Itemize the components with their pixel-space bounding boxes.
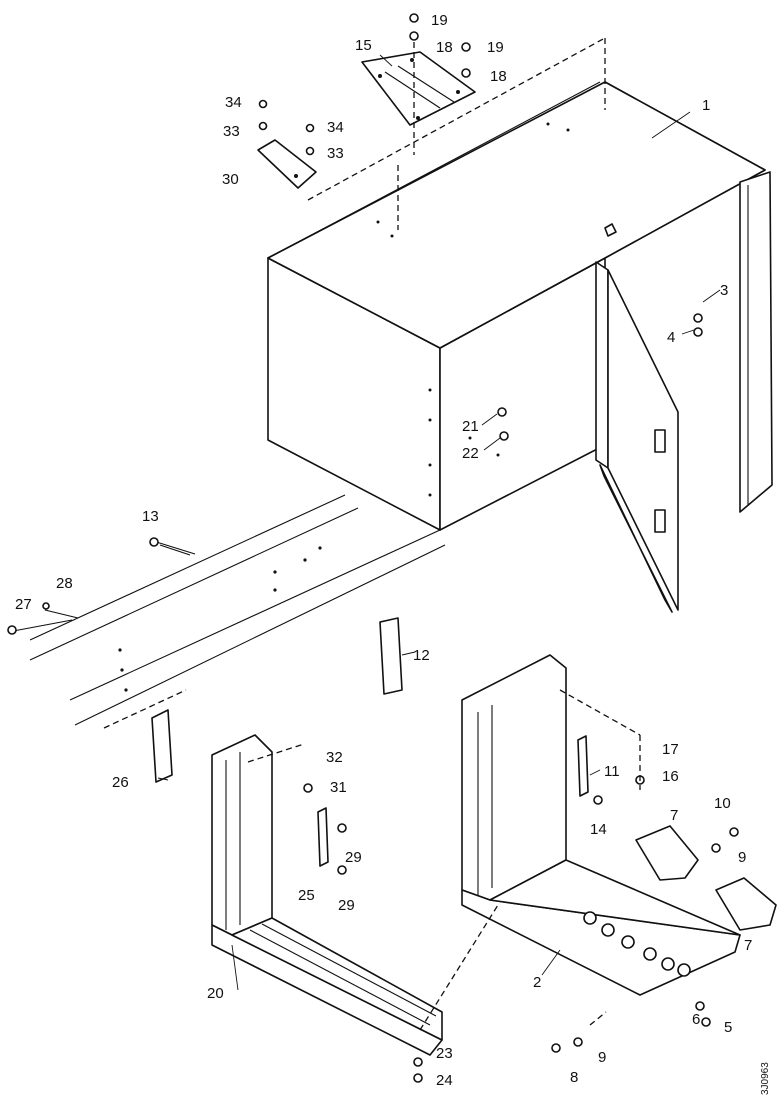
top-bracket-30 <box>257 139 317 189</box>
plate-26 <box>151 709 173 783</box>
callout-33b: 33 <box>327 145 344 162</box>
callout-21: 21 <box>462 418 479 435</box>
callout-3: 3 <box>720 282 728 299</box>
callout-1: 1 <box>702 97 710 114</box>
callout-14: 14 <box>590 821 607 838</box>
callout-23: 23 <box>436 1045 453 1062</box>
callout-18a: 18 <box>436 39 453 56</box>
callout-7b: 7 <box>744 937 752 954</box>
battery-box-body <box>267 81 766 531</box>
callout-18b: 18 <box>490 68 507 85</box>
clamp-7-lower <box>715 877 777 931</box>
callout-25: 25 <box>298 887 315 904</box>
callout-11: 11 <box>604 763 620 780</box>
plate-11 <box>577 735 589 797</box>
callout-20: 20 <box>207 985 224 1002</box>
callout-10: 10 <box>714 795 731 812</box>
callout-8a: 8 <box>570 1069 578 1086</box>
callout-labels: 1 2 3 4 5 6 7 7 8 8 9 9 10 11 12 13 14 1… <box>15 12 752 1089</box>
callout-29a: 29 <box>345 849 362 866</box>
callout-29b: 29 <box>338 897 355 914</box>
callout-6: 6 <box>692 1011 700 1028</box>
callout-2: 2 <box>533 974 541 991</box>
plate-25 <box>317 807 329 867</box>
left-hardware <box>303 783 423 1083</box>
callout-32: 32 <box>326 749 343 766</box>
callout-15: 15 <box>355 37 372 54</box>
callout-33a: 33 <box>223 123 240 140</box>
callout-12: 12 <box>413 647 430 664</box>
callout-16: 16 <box>662 768 679 785</box>
callout-13: 13 <box>142 508 159 525</box>
callout-22: 22 <box>462 445 479 462</box>
callout-26: 26 <box>112 774 129 791</box>
callout-9a: 9 <box>738 849 746 866</box>
callout-31: 31 <box>330 779 347 796</box>
callout-34a: 34 <box>225 94 242 111</box>
frame-rail <box>7 494 446 726</box>
callout-4: 4 <box>667 329 675 346</box>
callout-30: 30 <box>222 171 239 188</box>
callout-17: 17 <box>662 741 679 758</box>
leader-lines <box>157 54 721 991</box>
plate-12 <box>379 617 403 695</box>
callout-34b: 34 <box>327 119 344 136</box>
right-bracket-2 <box>461 654 741 996</box>
callout-19a: 19 <box>431 12 448 29</box>
top-hardware <box>258 13 471 156</box>
callout-19b: 19 <box>487 39 504 56</box>
callout-24: 24 <box>436 1072 453 1089</box>
box-door <box>595 171 773 613</box>
callout-9b: 9 <box>598 1049 606 1066</box>
callout-5: 5 <box>724 1019 732 1036</box>
top-dashed-lines <box>307 37 606 230</box>
callout-28: 28 <box>56 575 73 592</box>
assembly-dashed-lines <box>103 689 641 1031</box>
callout-27: 27 <box>15 596 32 613</box>
left-bracket-20 <box>211 734 443 1056</box>
clamp-7-upper <box>635 825 699 881</box>
drawing-code: 3J0963 <box>760 1062 771 1095</box>
callout-7a: 7 <box>670 807 678 824</box>
top-bracket-15 <box>361 51 476 126</box>
